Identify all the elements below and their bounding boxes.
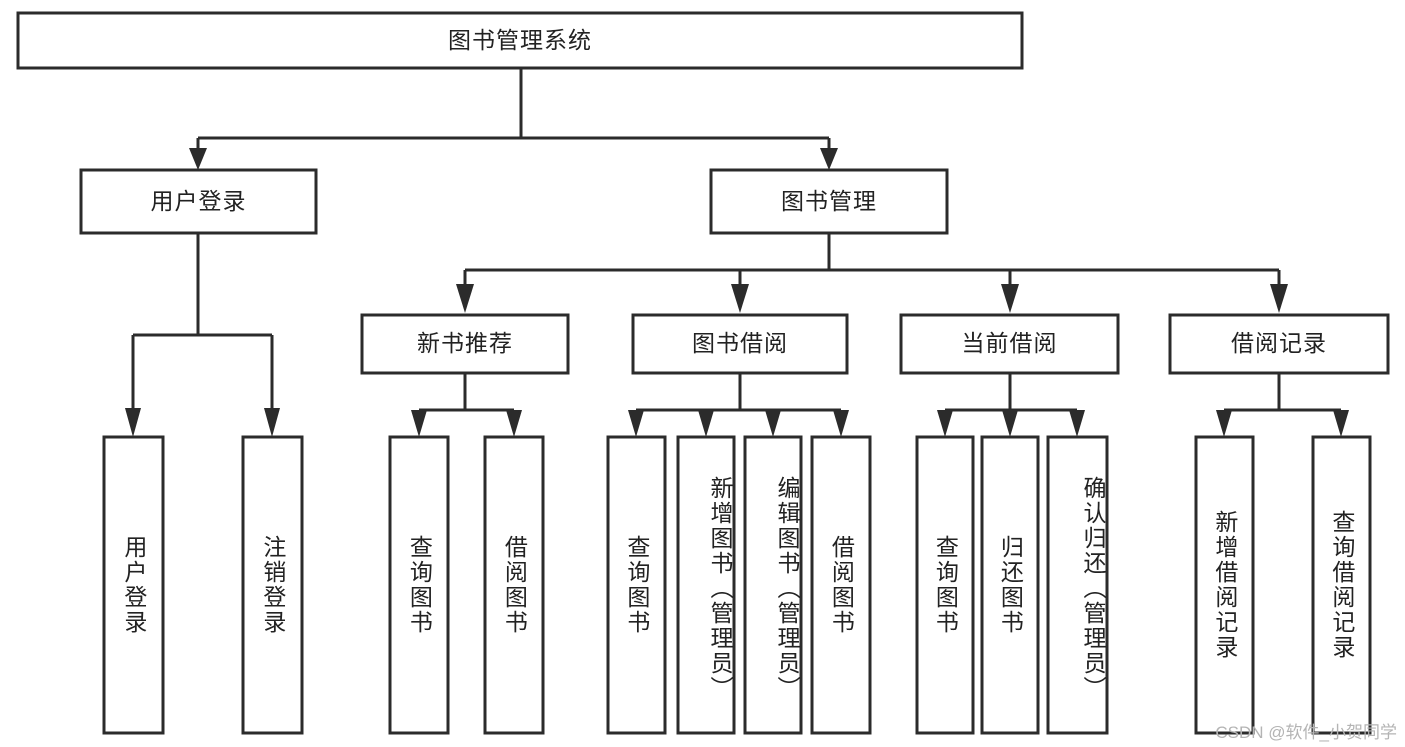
arrow-head-bb-2: [698, 410, 714, 437]
arrow-head-cb-3: [1069, 410, 1085, 437]
node-box-leaf-add-record[interactable]: [1194, 435, 1255, 735]
node-box-book-borrow[interactable]: [631, 313, 849, 375]
node-box-book-management[interactable]: [709, 168, 949, 235]
node-box-leaf-logout[interactable]: [241, 435, 304, 735]
arrow-head-l3-2: [731, 284, 749, 313]
node-box-leaf-borrow-book-1[interactable]: [483, 435, 545, 735]
node-box-leaf-add-book[interactable]: [676, 435, 736, 735]
node-box-leaf-query-record[interactable]: [1311, 435, 1372, 735]
connector-group-book-borrow: [628, 373, 849, 437]
node-box-borrow-record[interactable]: [1168, 313, 1390, 375]
node-box-new-book-recommend[interactable]: [360, 313, 570, 375]
node-box-leaf-user-login[interactable]: [102, 435, 165, 735]
connector-group-book-mgmt: [456, 233, 1288, 313]
arrow-head-bb-1: [628, 410, 644, 437]
node-box-current-borrow[interactable]: [899, 313, 1120, 375]
connector-group-new-book: [411, 373, 522, 437]
arrow-head-cb-1: [937, 410, 953, 437]
connector-group-borrow-record: [1216, 373, 1349, 437]
arrow-head-book-mgmt: [820, 148, 838, 170]
arrow-head-l3-4: [1270, 284, 1288, 313]
arrow-head-nb-2: [506, 410, 522, 437]
arrow-head-bb-4: [833, 410, 849, 437]
arrow-head-l3-1: [456, 284, 474, 313]
node-box-leaf-confirm-return[interactable]: [1046, 435, 1109, 735]
connector-group-current-borrow: [937, 373, 1085, 437]
node-box-leaf-borrow-book-2[interactable]: [810, 435, 872, 735]
arrow-head-l3-3: [1001, 284, 1019, 313]
node-box-leaf-query-book-3[interactable]: [915, 435, 975, 735]
node-box-leaf-query-book-1[interactable]: [388, 435, 450, 735]
node-box-root[interactable]: [16, 11, 1024, 70]
arrow-head-br-1: [1216, 410, 1232, 437]
arrow-head-ul-1: [125, 408, 141, 437]
arrow-head-bb-3: [765, 410, 781, 437]
node-box-leaf-edit-book[interactable]: [743, 435, 803, 735]
arrow-head-ul-2: [264, 408, 280, 437]
arrow-head-cb-2: [1002, 410, 1018, 437]
arrow-head-user-login: [189, 148, 207, 170]
node-box-leaf-query-book-2[interactable]: [606, 435, 667, 735]
arrow-head-br-2: [1333, 410, 1349, 437]
node-box-leaf-return-book[interactable]: [980, 435, 1040, 735]
watermark-text: CSDN @软件_小贺同学: [1215, 723, 1397, 742]
arrow-head-nb-1: [411, 410, 427, 437]
node-box-user-login[interactable]: [79, 168, 318, 235]
connector-group-user-login: [125, 233, 280, 437]
connector-group-root: [189, 68, 838, 170]
